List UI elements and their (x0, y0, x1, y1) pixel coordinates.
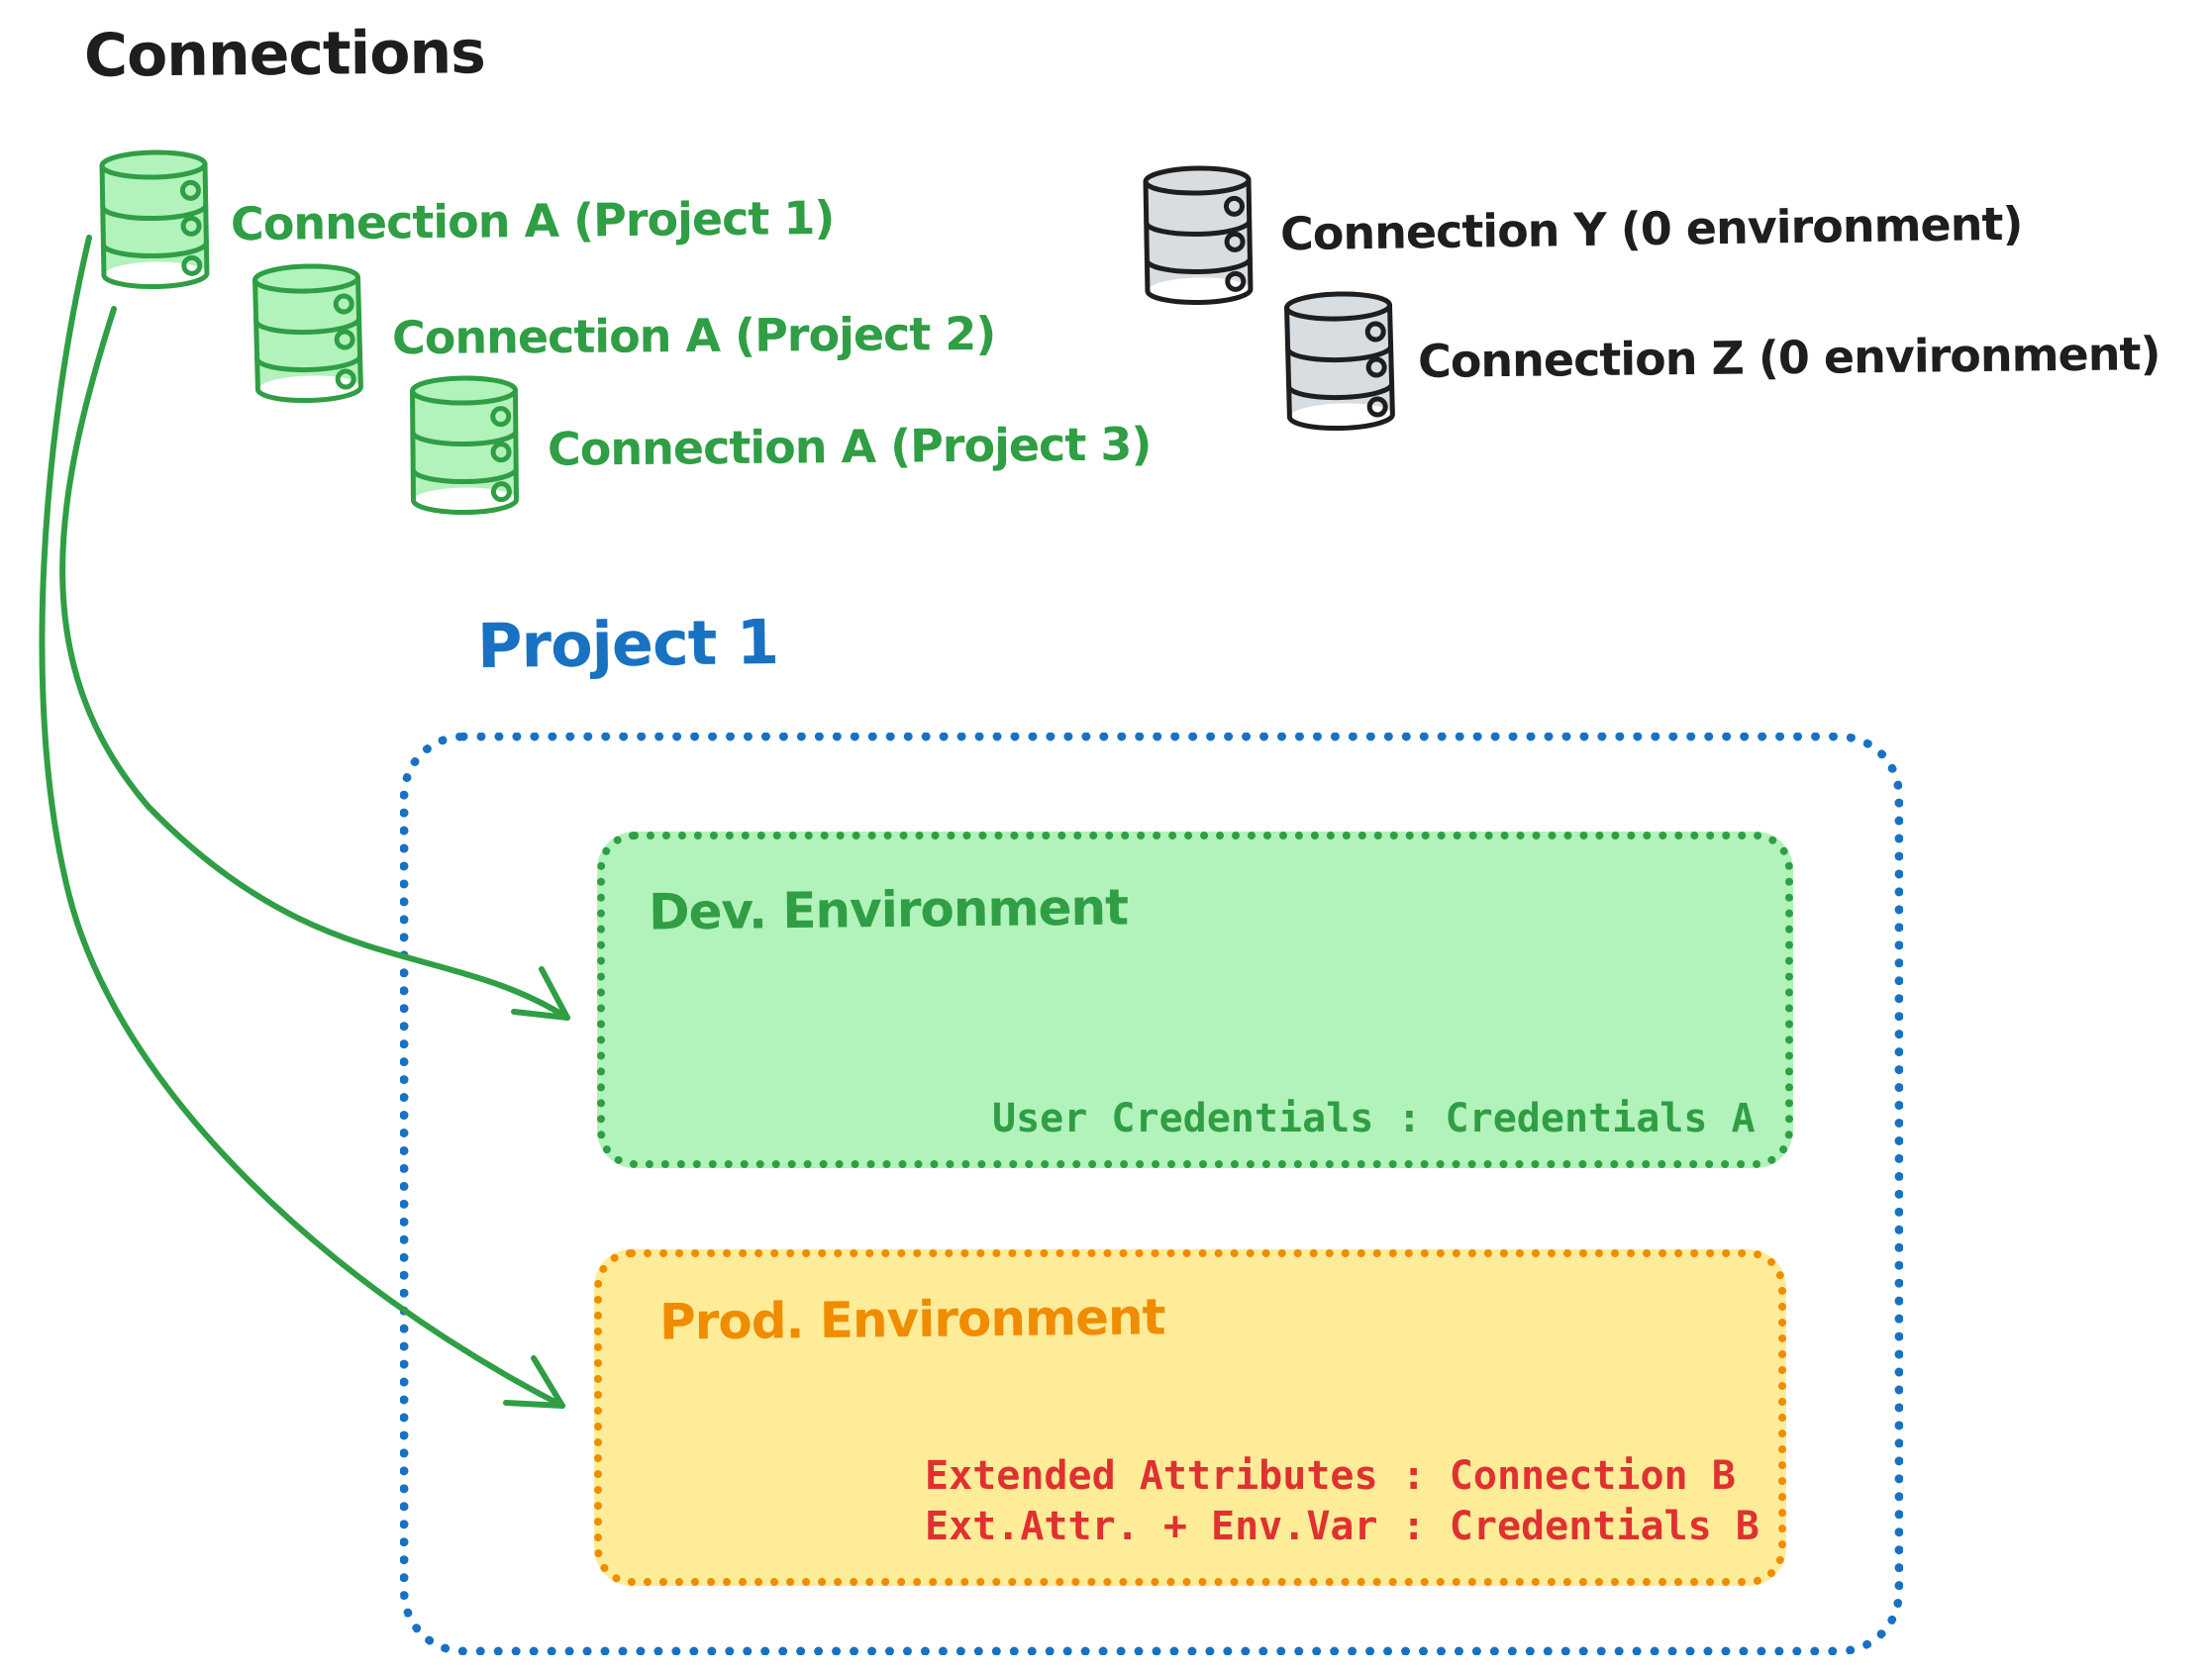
connection-a-project1-label: Connection A (Project 1) (230, 190, 835, 251)
prod-environment-credentials: Extended Attributes : Connection B Ext.A… (925, 1451, 1760, 1552)
dev-environment-credentials: User Credentials : Credentials A (992, 1096, 1756, 1141)
dev-environment-title: Dev. Environment (648, 878, 1129, 941)
connection-y-label: Connection Y (0 environment) (1279, 196, 2023, 261)
diagram-title: Connections (83, 18, 486, 91)
database-icon-connection-y (1142, 163, 1256, 310)
connection-a-project3-label: Connection A (Project 3) (547, 417, 1152, 476)
database-icon-connection-a-project2 (251, 261, 365, 409)
prod-environment-title: Prod. Environment (658, 1288, 1165, 1351)
project-title: Project 1 (476, 605, 779, 683)
connection-z-label: Connection Z (0 environment) (1417, 327, 2161, 388)
dev-environment-box: Dev. Environment User Credentials : Cred… (597, 832, 1793, 1168)
prod-mapping-line2: Ext.Attr. + Env.Var : Credentials B (925, 1504, 1760, 1549)
database-icon-connection-a-project1 (98, 148, 212, 294)
database-icon-connection-a-project3 (408, 374, 520, 520)
prod-environment-box: Prod. Environment Extended Attributes : … (594, 1249, 1786, 1586)
database-icon-connection-z (1282, 289, 1397, 437)
prod-mapping-line1: Extended Attributes : Connection B (925, 1453, 1736, 1499)
connection-a-project2-label: Connection A (Project 2) (391, 306, 996, 365)
